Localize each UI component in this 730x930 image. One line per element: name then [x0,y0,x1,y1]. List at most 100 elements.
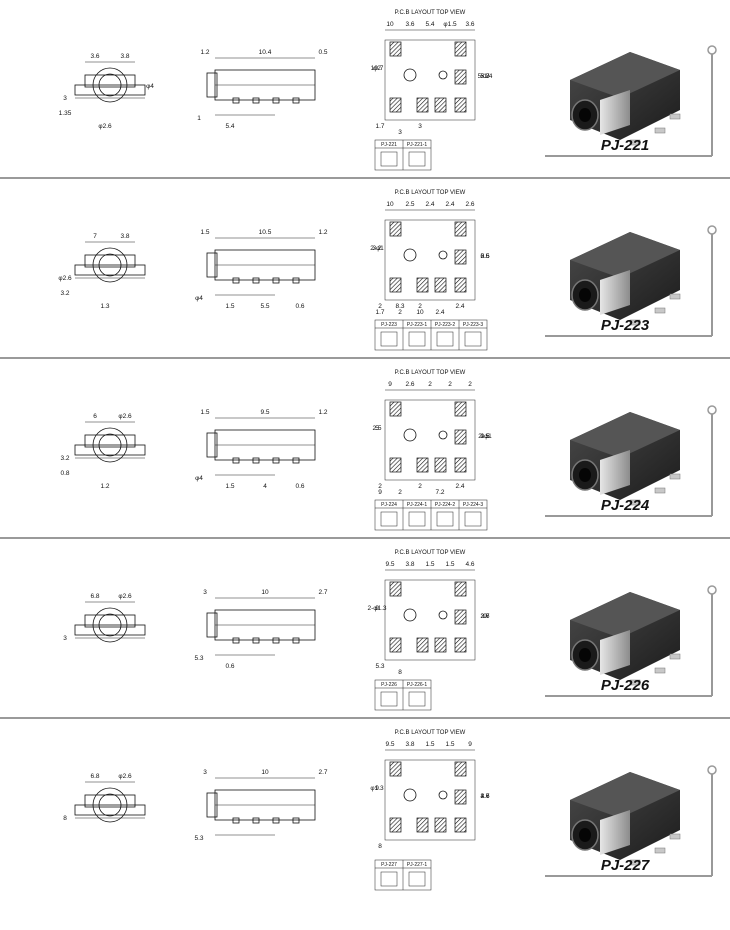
schematic-label: PJ-224-3 [463,502,484,508]
pcb-dim-label: 5-1.4 [478,73,493,80]
pcb-dim-label: 1.7 [375,123,384,130]
side-dim-label: 1.2 [318,409,327,416]
marker-dot-icon [707,405,717,415]
front-dim-label: φ2.6 [98,123,112,130]
side-dim-label: 1.2 [318,229,327,236]
pcb-dim-label: 5.4 [425,21,434,28]
marker-dot-icon [707,225,717,235]
side-dim-label: 1.5 [225,303,234,310]
front-dim-label: 3.2 [60,455,69,462]
jack-product-image [570,52,681,146]
jack-product-image [570,772,681,866]
side-dim-label: φ4 [195,295,203,302]
pcb-dim-label: 1.5 [480,433,489,440]
pcb-layout-header: P.C.B LAYOUT TOP VIEW [395,10,466,16]
side-dim-label: 9.5 [260,409,269,416]
pcb-dim-label: 2.4 [435,309,444,316]
pcb-dim-label: 3.8 [405,561,414,568]
pcb-dim-label: 9.5 [385,741,394,748]
pcb-dim-label: 2 [378,303,382,310]
side-dim-label: 10 [261,589,269,596]
jack-product-image [570,232,681,326]
pcb-dim-label: 9 [375,785,379,792]
front-dim-label: 3.8 [120,53,129,60]
pcb-dim-label: 2-φ1.3 [367,605,386,612]
front-dim-label: 1.35 [59,110,72,117]
pcb-dim-label: 10 [416,309,424,316]
pcb-dim-label: 2.5 [405,201,414,208]
pcb-dim-label: 4.6 [480,793,489,800]
pcb-dim-label: 2 [398,489,402,496]
schematic-label: PJ-226 [381,682,397,688]
pcb-dim-label: 10 [386,201,394,208]
model-name: PJ-223 [601,317,650,334]
schematic-label: PJ-223-1 [407,322,428,328]
front-dim-label: φ2.6 [118,773,132,780]
side-dim-label: 5.5 [260,303,269,310]
schematic-label: PJ-224-1 [407,502,428,508]
model-name: PJ-227 [601,857,650,874]
pcb-dim-label: φ1.5 [443,21,457,28]
model-name: PJ-224 [601,497,650,514]
side-dim-label: 5.3 [194,655,203,662]
schematic-label: PJ-223-2 [435,322,456,328]
pcb-dim-label: 3 [398,129,402,136]
pcb-dim-label: 2.4 [425,201,434,208]
front-dim-label: 6 [93,413,97,420]
pcb-dim-label: 2 [378,483,382,490]
pcb-dim-label: 1.5 [425,741,434,748]
pcb-dim-label: 3.8 [405,741,414,748]
pcb-dim-label: 8.3 [395,303,404,310]
side-dim-label: 0.5 [318,49,327,56]
front-dim-label: φ2.6 [118,413,132,420]
front-dim-label: 3.8 [120,233,129,240]
pcb-dim-label: 2 [468,381,472,388]
pcb-dim-label: 3 [418,123,422,130]
pcb-dim-label: 3.6 [480,793,489,800]
side-dim-label: 3 [203,769,207,776]
pcb-dim-label: 2.5 [372,425,381,432]
pcb-dim-label: 3.6 [480,613,489,620]
side-dim-label: 4 [263,483,267,490]
pcb-dim-label: 1.5 [445,561,454,568]
pcb-dim-label: 0.5 [480,253,489,260]
pcb-dim-label: 5.7 [480,73,489,80]
front-dim-label: 8 [63,815,67,822]
front-dim-label: 1.3 [100,303,109,310]
side-dim-label: 1.5 [200,409,209,416]
front-dim-label: 3 [63,635,67,642]
model-name: PJ-221 [601,137,649,154]
marker-dot-icon [707,765,717,775]
pcb-dim-label: 9.5 [385,561,394,568]
schematic-label: PJ-224 [381,502,397,508]
marker-dot-icon [707,45,717,55]
side-dim-label: 0.6 [295,303,304,310]
pcb-dim-label: 2.6 [465,201,474,208]
pcb-dim-label: 4.6 [465,561,474,568]
side-dim-label: φ4 [195,475,203,482]
side-dim-label: 1.2 [200,49,209,56]
pcb-dim-label: 2.4 [455,303,464,310]
pcb-dim-label: 2 [398,309,402,316]
side-dim-label: 5.3 [194,835,203,842]
side-dim-label: 0.6 [295,483,304,490]
pcb-dim-label: 9 [388,381,392,388]
pcb-dim-label: 9 [468,741,472,748]
pcb-dim-label: 10 [386,21,394,28]
side-dim-label: 3 [203,589,207,596]
